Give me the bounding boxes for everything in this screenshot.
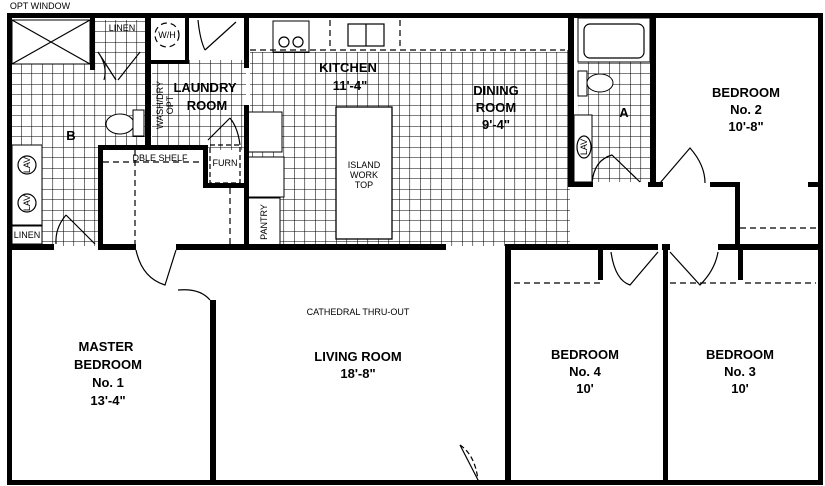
svg-text:13'-4": 13'-4" [90,393,125,408]
svg-text:18'-8": 18'-8" [340,366,375,381]
master-bedroom-label: MASTER [79,339,135,354]
linen-label: LINEN [109,23,136,33]
opt-window-label: OPT WINDOW [10,1,71,11]
burner-icon [278,36,290,48]
lav-label: LAV [22,195,32,211]
lav-label: LAV [579,139,589,155]
svg-text:11'-4": 11'-4" [333,78,368,93]
island-label: ISLAND [348,160,381,170]
lav-sink-icon [17,155,37,175]
toilet-icon [105,113,135,135]
living-room-label: LIVING ROOM [314,349,401,364]
svg-text:No. 3: No. 3 [724,364,756,379]
double-shelf-label: DBLE SHELF [132,153,188,163]
svg-text:10': 10' [576,381,594,396]
svg-text:No. 4: No. 4 [569,364,602,379]
range [247,156,285,198]
svg-text:ROOM: ROOM [187,98,227,113]
bedroom-2-label: BEDROOM [712,85,780,100]
laundry-room-label: LAUNDRY [173,80,236,95]
bathtub [583,23,645,59]
door-swings [55,19,719,481]
svg-text:9'-4": 9'-4" [482,117,510,132]
lav-sink-icon [576,135,592,159]
furnace-label: FURN [213,158,238,168]
toilet-icon [586,73,614,93]
svg-text:10'-8": 10'-8" [728,119,763,134]
burner-icon [292,36,304,48]
bath-b-label: B [66,128,75,143]
svg-text:OPT: OPT [165,95,175,114]
kitchen-label: KITCHEN [319,60,377,75]
svg-text:10': 10' [731,381,749,396]
water-heater-icon [154,22,180,48]
island-work-top [335,106,393,240]
bedroom-4-label: BEDROOM [551,347,619,362]
pantry-label: PANTRY [259,204,269,240]
svg-text:ROOM: ROOM [476,100,516,115]
cooktop [272,20,310,53]
bath-a-label: A [619,105,629,120]
svg-text:BEDROOM: BEDROOM [74,357,142,372]
refrigerator [247,111,283,153]
svg-text:WORK: WORK [350,170,378,180]
lav-label: LAV [22,157,32,173]
lav-sink-icon [17,193,37,213]
wash-dry-label: WASH/DRY [155,81,165,129]
bedroom-3-label: BEDROOM [706,347,774,362]
cathedral-label: CATHEDRAL THRU-OUT [307,307,410,317]
water-heater-label: W/H [158,30,176,40]
dining-room-label: DINING [473,83,519,98]
svg-text:TOP: TOP [355,180,373,190]
svg-text:No. 1: No. 1 [92,375,124,390]
walk-in-closet [100,148,206,246]
linen-label: LINEN [14,230,41,240]
walls [7,13,823,485]
svg-text:No. 2: No. 2 [730,102,762,117]
